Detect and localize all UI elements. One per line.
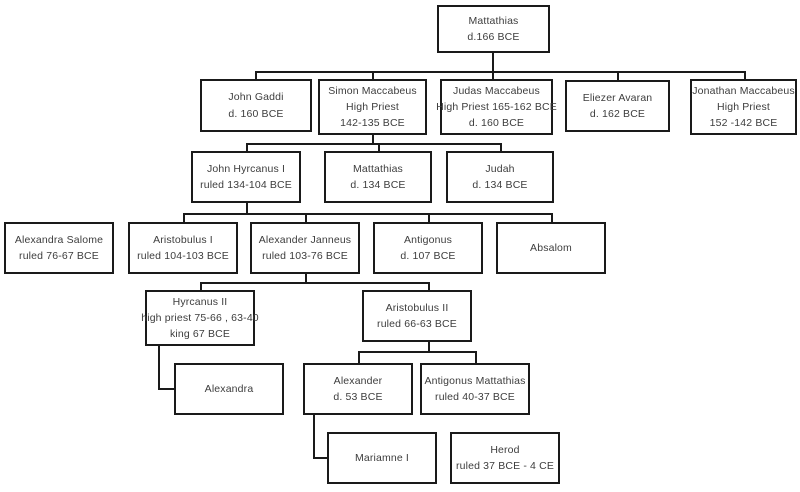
node-john-gaddi-line-1: John Gaddi xyxy=(228,91,284,104)
connector-gen5-bus xyxy=(200,282,428,284)
node-alexander-janneus-line-2: ruled 103-76 BCE xyxy=(262,250,348,262)
node-antigonus-line-2: d. 107 BCE xyxy=(400,250,456,262)
node-john-hyrcanus-i: John Hyrcanus I ruled 134-104 BCE xyxy=(191,151,301,203)
node-antigonus-mattathias-line-1: Antigonus Mattathias xyxy=(424,374,526,387)
node-mattathias-elder-line-1: Mattathias xyxy=(468,14,519,27)
connector-alexander-to-mariamne xyxy=(313,457,329,459)
node-judah: Judah d. 134 BCE xyxy=(446,151,554,203)
node-mattathias-son-line-1: Mattathias xyxy=(353,162,403,175)
node-alexandra: Alexandra xyxy=(174,363,284,415)
node-absalom-line-1: Absalom xyxy=(530,241,572,254)
node-herod-line-2: ruled 37 BCE - 4 CE xyxy=(456,460,554,472)
node-jonathan-maccabeus-line-2: High Priest xyxy=(716,100,770,113)
node-mattathias-elder-line-2: d.166 BCE xyxy=(467,31,520,43)
node-simon-maccabeus-line-1: Simon Maccabeus xyxy=(328,84,417,97)
node-john-gaddi-line-2: d. 160 BCE xyxy=(228,107,284,120)
connector-gen2-to-simon xyxy=(372,71,374,80)
node-jonathan-maccabeus-line-3: 152 -142 BCE xyxy=(709,117,778,130)
connector-gen3-to-mattathias xyxy=(378,143,380,152)
node-judas-maccabeus-line-1: Judas Maccabeus xyxy=(453,84,540,97)
node-mariamne-i: Mariamne I xyxy=(327,432,437,484)
node-alexandra-line-1: Alexandra xyxy=(204,382,254,395)
connector-gen4-to-absalom xyxy=(551,213,553,223)
node-mariamne-i-line-1: Mariamne I xyxy=(354,451,409,464)
node-jonathan-maccabeus-line-1: Jonathan Maccabeus xyxy=(692,84,795,97)
connector-gen4-to-antigonus xyxy=(428,213,430,223)
node-john-hyrcanus-i-line-2: ruled 134-104 BCE xyxy=(200,179,292,191)
connector-simon-drop xyxy=(372,135,374,144)
node-eliezer-avaran-line-1: Eliezer Avaran xyxy=(582,91,653,104)
node-aristobulus-ii: Aristobulus II ruled 66-63 BCE xyxy=(362,290,472,342)
connector-janneus-drop xyxy=(305,274,307,283)
node-hyrcanus-ii: Hyrcanus II high priest 75-66 , 63-40 king… xyxy=(141,290,259,346)
node-simon-maccabeus-line-2: High Priest xyxy=(345,100,399,113)
connector-mattathias-drop xyxy=(492,53,494,72)
node-hyrcanus-ii-line-1: Hyrcanus II xyxy=(172,295,228,308)
node-john-gaddi: John Gaddi d. 160 BCE xyxy=(200,79,312,132)
node-aristobulus-ii-line-2: ruled 66-63 BCE xyxy=(377,318,457,330)
node-aristobulus-i-line-1: Aristobulus I xyxy=(153,233,213,246)
connector-gen2-to-eliezer xyxy=(617,71,619,81)
node-alexander-janneus-line-1: Alexander Janneus xyxy=(258,233,352,246)
node-judah-line-2: d. 134 BCE xyxy=(472,179,528,191)
node-antigonus-mattathias-line-2: ruled 40-37 BCE xyxy=(435,391,515,403)
node-aristobulus-i: Aristobulus I ruled 104-103 BCE xyxy=(128,222,238,274)
node-simon-maccabeus-line-3: 142-135 BCE xyxy=(340,117,405,130)
node-herod-line-1: Herod xyxy=(490,443,520,456)
connector-aristobulus2-drop xyxy=(428,342,430,352)
node-hyrcanus-ii-line-2: high priest 75-66 , 63-40 xyxy=(141,311,259,324)
node-judas-maccabeus-line-2: High Priest 165-162 BCE xyxy=(436,100,557,113)
connector-gen2-to-john-gaddi xyxy=(255,71,257,80)
connector-hyrcanus2-drop xyxy=(158,346,160,390)
node-antigonus-line-1: Antigonus xyxy=(403,233,453,246)
node-alexander-janneus: Alexander Janneus ruled 103-76 BCE xyxy=(250,222,360,274)
connector-gen2-to-jonathan xyxy=(744,71,746,80)
connector-gen5-to-hyrcanus2 xyxy=(200,282,202,291)
node-antigonus-mattathias: Antigonus Mattathias ruled 40-37 BCE xyxy=(420,363,530,415)
node-absalom: Absalom xyxy=(496,222,606,274)
node-eliezer-avaran: Eliezer Avaran d. 162 BCE xyxy=(565,80,670,132)
node-mattathias-son-line-2: d. 134 BCE xyxy=(350,179,406,191)
node-aristobulus-ii-line-1: Aristobulus II xyxy=(385,301,449,314)
node-alexandra-salome-line-2: ruled 76-67 BCE xyxy=(19,250,99,262)
node-alexander-line-2: d. 53 BCE xyxy=(333,391,383,403)
node-antigonus: Antigonus d. 107 BCE xyxy=(373,222,483,274)
node-mattathias-son: Mattathias d. 134 BCE xyxy=(324,151,432,203)
connector-gen6-to-antig-matt xyxy=(475,351,477,364)
connector-gen3-bus xyxy=(246,143,501,145)
node-herod: Herod ruled 37 BCE - 4 CE xyxy=(450,432,560,484)
node-eliezer-avaran-line-2: d. 162 BCE xyxy=(589,108,646,120)
connector-gen6-bus xyxy=(358,351,475,353)
connector-gen6-to-alexander xyxy=(358,351,360,364)
connector-alexander-drop xyxy=(313,415,315,459)
connector-gen4-bus xyxy=(183,213,552,215)
node-aristobulus-i-line-2: ruled 104-103 BCE xyxy=(137,250,229,262)
connector-gen2-to-judas xyxy=(492,71,494,80)
connector-gen3-to-judah xyxy=(500,143,502,152)
node-alexander-line-1: Alexander xyxy=(333,374,383,387)
connector-gen4-to-aristobulus1 xyxy=(183,213,185,223)
node-mattathias-elder: Mattathias d.166 BCE xyxy=(437,5,550,53)
node-alexander: Alexander d. 53 BCE xyxy=(303,363,413,415)
node-alexandra-salome-line-1: Alexandra Salome xyxy=(14,233,104,246)
connector-hyrcanus2-to-alexandra xyxy=(158,388,176,390)
connector-gen2-bus xyxy=(255,71,744,73)
connector-gen4-to-janneus xyxy=(305,213,307,223)
connector-hyrcanus1-drop xyxy=(246,203,248,214)
connector-gen3-to-hyrcanus1 xyxy=(246,143,248,152)
node-judah-line-1: Judah xyxy=(485,162,515,175)
node-judas-maccabeus-line-3: d. 160 BCE xyxy=(468,117,525,130)
connector-gen5-to-aristobulus2 xyxy=(428,282,430,291)
node-alexandra-salome: Alexandra Salome ruled 76-67 BCE xyxy=(4,222,114,274)
node-john-hyrcanus-i-line-1: John Hyrcanus I xyxy=(206,162,286,175)
node-hyrcanus-ii-line-3: king 67 BCE xyxy=(169,328,230,341)
